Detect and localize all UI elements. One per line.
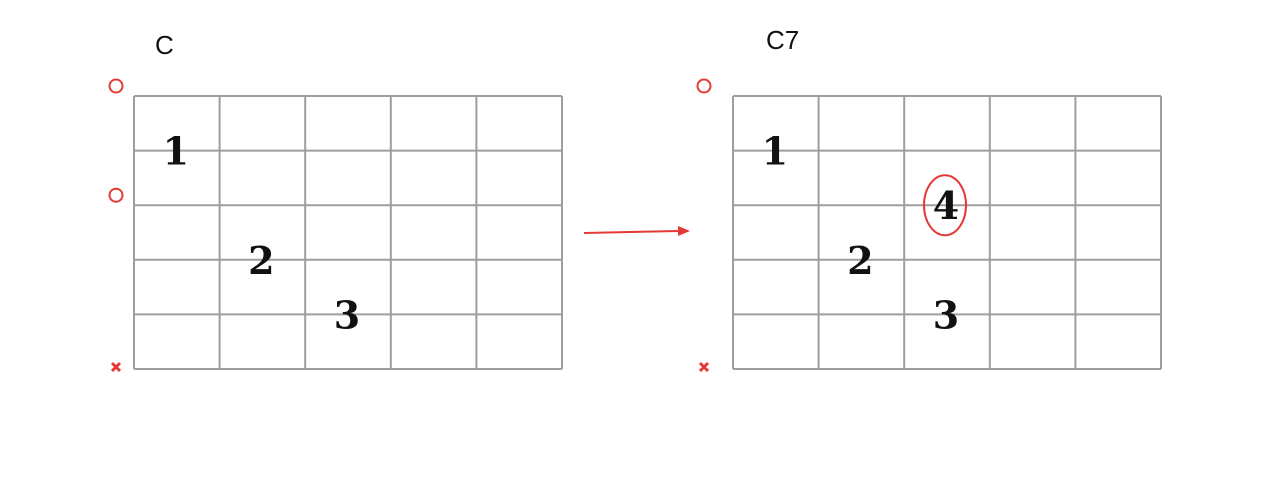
muted-string-icon <box>110 361 122 373</box>
finger-number: 1 <box>762 129 788 174</box>
open-string-icon <box>108 78 124 94</box>
transition-arrow <box>583 226 690 236</box>
finger-number: 3 <box>334 292 360 337</box>
chord-chart-c7: 1 4 2 3 <box>696 78 1162 373</box>
open-string-icon <box>696 78 712 94</box>
finger-number: 4 <box>933 183 959 228</box>
open-string-icon <box>108 187 124 203</box>
chord-title-c: C <box>155 30 174 60</box>
chord-title-c7: C7 <box>766 25 800 55</box>
chord-chart-c: 1 2 3 <box>108 78 563 373</box>
finger-number: 2 <box>847 238 873 283</box>
finger-number: 1 <box>163 129 189 174</box>
muted-string-icon <box>698 361 710 373</box>
highlight-ring <box>923 174 967 237</box>
finger-number: 2 <box>248 238 274 283</box>
finger-number: 3 <box>933 292 959 337</box>
